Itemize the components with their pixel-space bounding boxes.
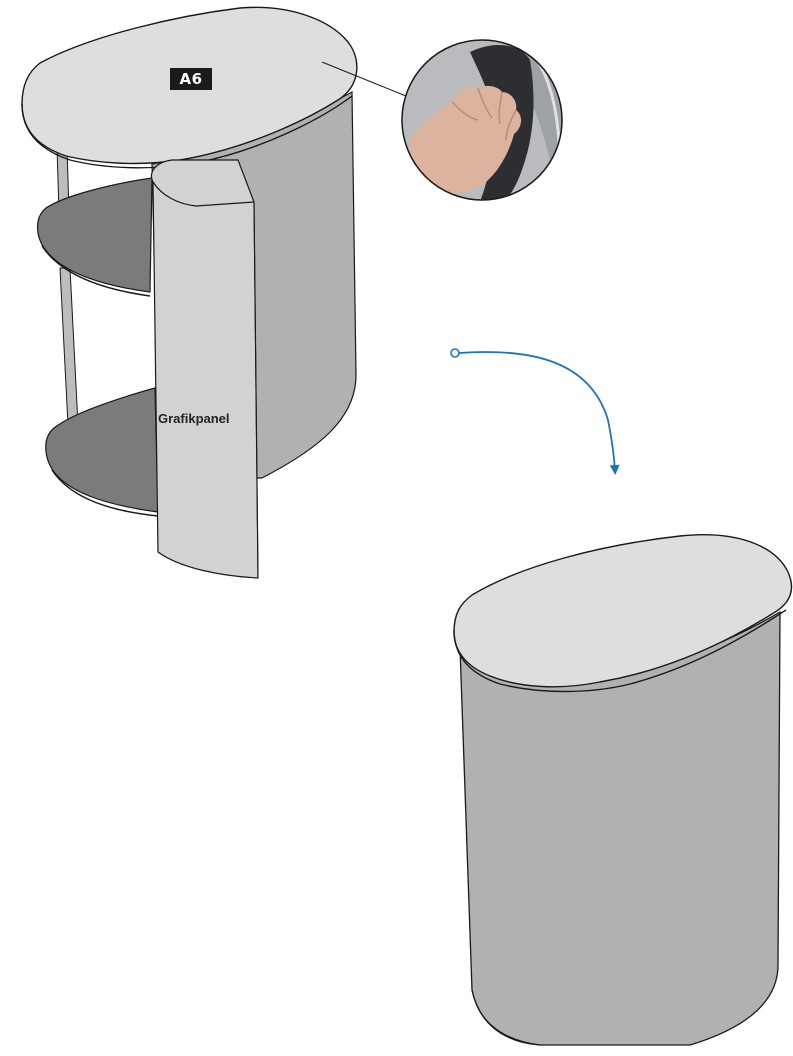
finished-counter-top-edge (453, 609, 787, 693)
detail-leader-line (321, 61, 407, 97)
arrow-origin (450, 348, 460, 358)
upper-shelf (36, 177, 153, 293)
detail-inset (401, 39, 563, 201)
graphic-panel-label: Grafikpanel (158, 411, 230, 426)
counter-frame-assembly (21, 6, 358, 579)
step-badge: A6 (170, 68, 212, 90)
lower-shelf (45, 387, 159, 513)
loose-graphic-panel-back (253, 201, 259, 579)
loose-graphic-panel-curl (152, 181, 255, 207)
lower-shelf-edge (51, 469, 159, 517)
finished-counter (453, 534, 793, 1046)
frame-pole-lower (59, 267, 79, 426)
arrow-curve (458, 351, 620, 475)
finished-counter-front-fold (471, 989, 541, 1046)
upper-shelf-edge (41, 245, 151, 297)
counter-tabletop-edge (21, 95, 353, 169)
loose-graphic-panel (151, 159, 259, 579)
finished-counter-top (453, 534, 793, 688)
transition-arrow (450, 348, 620, 475)
